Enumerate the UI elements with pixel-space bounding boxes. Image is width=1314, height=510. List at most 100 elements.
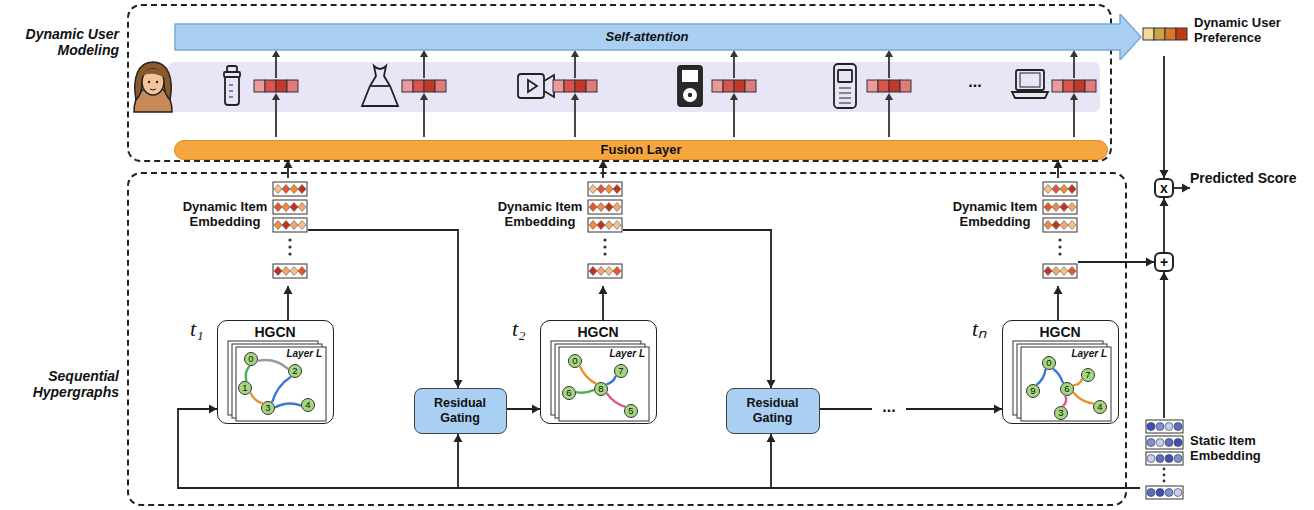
node-label: Predicted Score: [1190, 170, 1300, 186]
output-label: Predicted Score: [1190, 168, 1300, 208]
shape: [613, 185, 621, 194]
text-holder: 4: [302, 399, 314, 411]
preference-vector: Dynamic User Preference: [1142, 10, 1302, 56]
shape: [298, 185, 306, 194]
connector: [1160, 198, 1169, 252]
shape: [597, 221, 605, 230]
text-holder: 8: [595, 383, 607, 395]
text-holder: Dynamic Item Embedding: [950, 200, 1040, 230]
shape: [435, 80, 446, 92]
shape: [1070, 50, 1078, 57]
arrowhead: [532, 405, 540, 414]
shape: [1163, 480, 1166, 483]
region-title: Dynamic User Modeling: [5, 26, 119, 58]
dashed-region: Dynamic User ModelingSelf-attentionFusio…: [127, 4, 1112, 162]
graph-vertex: 9: [1026, 384, 1040, 398]
shape: [1147, 455, 1155, 463]
arrowhead: [994, 405, 1002, 414]
shape: [298, 203, 306, 212]
text-holder: Static Item Embedding: [1190, 434, 1298, 464]
connector: [1073, 379, 1082, 385]
text-holder: Predicted Score: [1190, 170, 1300, 186]
text-holder: 7: [615, 365, 627, 377]
shape: [287, 80, 298, 92]
shape: [1058, 252, 1061, 255]
operator-symbol: +: [1160, 255, 1168, 269]
shape: [290, 203, 298, 212]
connector-line: [287, 286, 289, 320]
hyperedge: [1053, 369, 1063, 383]
node-shape: [1142, 10, 1192, 56]
graph-vertex: 2: [288, 364, 302, 378]
connector-line: [1057, 286, 1059, 320]
shape: [1174, 423, 1182, 431]
graph-vertex: 7: [1081, 368, 1095, 382]
shape: [589, 203, 597, 212]
shape: [1147, 489, 1155, 497]
hyperedge: [607, 393, 626, 407]
shape: [290, 185, 298, 194]
hyperedge: [275, 403, 301, 407]
connector: [1053, 369, 1063, 383]
hyperedge: [580, 366, 596, 384]
node-label: Dynamic Item Embedding: [950, 200, 1040, 230]
arrowhead: [1160, 272, 1169, 280]
graph-vertex: 6: [1060, 382, 1074, 396]
arrowhead: [599, 286, 608, 294]
hgcn-box: HGCNLayer L07685: [540, 320, 657, 424]
connector: [1054, 160, 1063, 178]
graph-vertex: 3: [1054, 406, 1068, 420]
text-holder: Residual Gating: [727, 389, 818, 432]
shape: [1143, 28, 1154, 40]
connector: [1160, 272, 1169, 418]
vertex-number: 3: [1058, 408, 1063, 418]
shape: [571, 93, 579, 100]
band-label: Self-attention: [605, 30, 688, 45]
shape: [273, 200, 307, 214]
shape: [274, 267, 282, 276]
shape: [1043, 182, 1077, 196]
connector-line: [602, 286, 604, 320]
sequence-band: [168, 62, 1100, 112]
shape: [1146, 486, 1183, 499]
connector: [1063, 396, 1066, 406]
shape: [272, 50, 280, 57]
shape: [605, 203, 613, 212]
connector-line: [1163, 272, 1165, 418]
ellipsis: ...: [955, 74, 995, 90]
text-holder: 2: [289, 365, 301, 377]
vertex-number: 6: [566, 388, 571, 398]
shape: [571, 50, 579, 57]
shape: [1068, 185, 1076, 194]
residual-gating: Residual Gating: [726, 388, 820, 434]
graph-vertex: 4: [1093, 400, 1107, 414]
shape: [1176, 28, 1187, 40]
connector: [607, 393, 626, 407]
shape: [733, 56, 735, 78]
ellipsis: ...: [872, 399, 906, 415]
shape: [282, 221, 290, 230]
connector: [599, 286, 608, 320]
graph-vertex: 5: [624, 404, 638, 418]
shape: [1163, 474, 1166, 477]
connector: [308, 230, 463, 388]
node-label: HGCN: [541, 324, 655, 340]
shape: [1146, 452, 1183, 465]
node-label: Dynamic Item Embedding: [495, 200, 585, 230]
self-attention-band: Self-attention: [174, 14, 1142, 60]
graph-vertex: 4: [301, 398, 315, 412]
shape: [605, 221, 613, 230]
embedding-matrix: Dynamic Item Embedding: [950, 178, 1078, 286]
label-holder: t₂: [512, 316, 538, 341]
graph-vertex: 0: [568, 354, 582, 368]
shape: [273, 264, 307, 278]
hyperedge: [272, 377, 291, 403]
shape: [1156, 439, 1164, 447]
shape: [1060, 267, 1068, 276]
shape: [1058, 245, 1061, 248]
shape: [275, 99, 277, 137]
shape: [274, 185, 282, 194]
connector: [1054, 286, 1063, 320]
shape: [589, 267, 597, 276]
shape: [1174, 439, 1182, 447]
